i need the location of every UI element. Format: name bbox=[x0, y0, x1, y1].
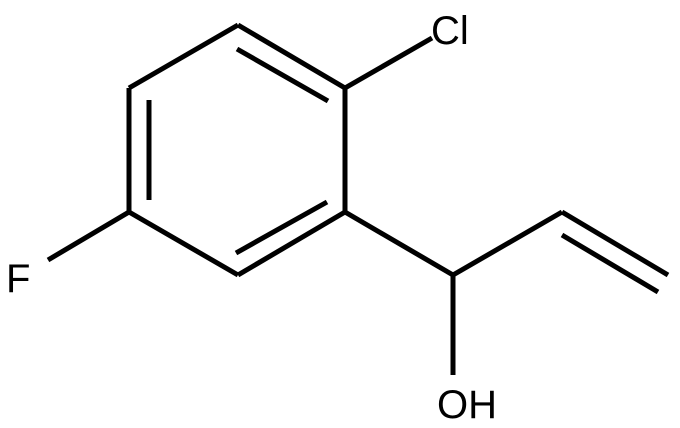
ring-bond-c4-c5 bbox=[127, 209, 240, 278]
bond-choh-vinyl bbox=[451, 209, 564, 278]
vinyl-double-bond-inner bbox=[560, 232, 660, 295]
benzene-ring bbox=[126, 22, 348, 278]
ring-bond-c6-c1 bbox=[127, 22, 240, 91]
ring-bond-c1-c2 bbox=[236, 22, 347, 91]
bond-c-f bbox=[46, 209, 131, 263]
ring-bond-c3-c4-inner bbox=[234, 199, 329, 256]
fluorine-label: F bbox=[6, 257, 30, 301]
ring-bond-c3-c4 bbox=[236, 209, 347, 278]
ring-bond-c1-c2-inner bbox=[235, 46, 330, 104]
bond-c-cl bbox=[343, 35, 434, 91]
bond-ring-choh bbox=[343, 209, 455, 278]
hydroxyl-label: OH bbox=[437, 383, 497, 427]
chlorine-label: Cl bbox=[431, 9, 469, 53]
vinyl-double-bond bbox=[560, 209, 670, 278]
